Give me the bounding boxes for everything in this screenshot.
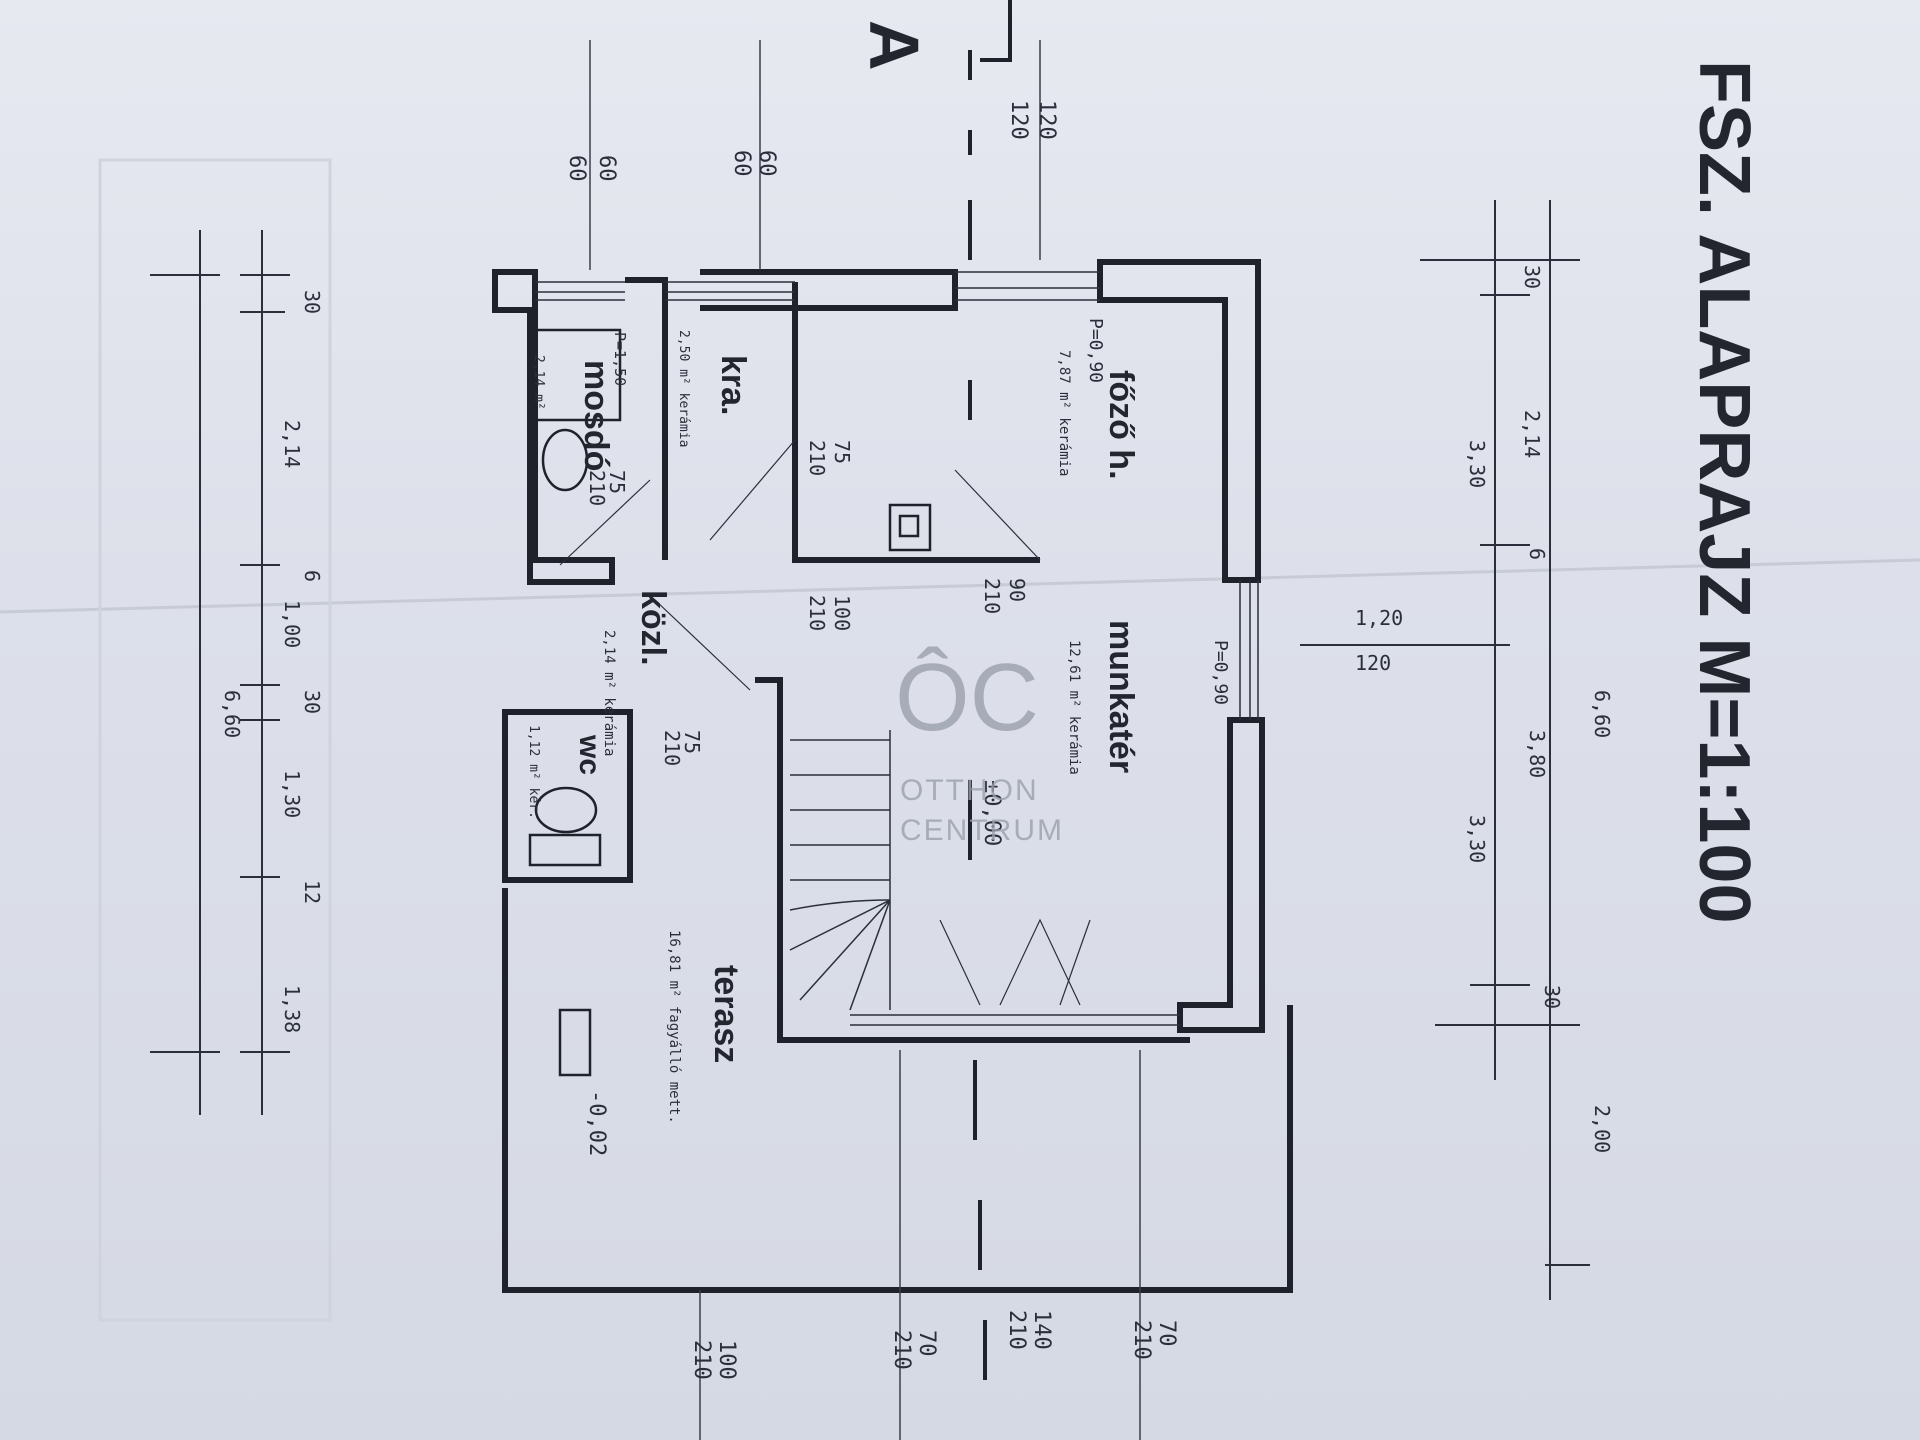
section-line	[968, 0, 1012, 1380]
open-top-2a: 60	[594, 155, 619, 182]
dim-t-right-1: 2,00	[1590, 1105, 1614, 1153]
open-top-0a: 120	[1034, 100, 1059, 140]
window-fozo: P=0,90	[1085, 318, 1106, 383]
plan-title: FSZ. ALAPRAJZ M=1:100	[1684, 60, 1764, 924]
staircase	[789, 730, 891, 1011]
watermark-line2: CENTRUM	[900, 814, 1064, 847]
note-mosdo: P=1,50	[611, 332, 629, 386]
dim-t-mid-0: 3,30	[1465, 440, 1489, 488]
open-top-0b: 120	[1006, 100, 1031, 140]
open-bot-2a: 70	[914, 1330, 939, 1357]
fixtures	[528, 328, 932, 1077]
dim-b-0: 30	[300, 290, 324, 314]
dim-t-inner-1: 2,14	[1520, 410, 1544, 458]
dim-t-win-1: 120	[1355, 651, 1391, 675]
opening-labels-top: 120 120 60 60 60 60	[564, 100, 1059, 182]
watermark-monogram: ÔC	[895, 644, 1039, 751]
door-wc-w: 75	[680, 730, 704, 754]
room-area-wc: 1,12 m² kér.	[526, 725, 541, 819]
dim-t-right-0: 30	[1540, 985, 1564, 1009]
dim-b-7: 1,38	[280, 985, 304, 1033]
room-name-kamra: kra.	[714, 355, 752, 416]
open-bot-0a: 70	[1154, 1320, 1179, 1347]
room-name-mosdo: mosdó	[577, 360, 615, 471]
door-swings	[559, 439, 1091, 1006]
open-bot-1a: 140	[1029, 1310, 1054, 1350]
dim-t-inner-0: 30	[1520, 265, 1544, 289]
level-floor: ±0,00	[979, 780, 1004, 846]
window-lines	[535, 271, 1259, 1026]
dim-t-total: 6,60	[1590, 690, 1614, 738]
paper-fold	[0, 558, 1920, 614]
door-fozo-w: 90	[1005, 578, 1029, 602]
room-area-kozl: 2,14 m² kerámia	[601, 630, 617, 756]
door-mosdo-w: 75	[605, 470, 629, 494]
door-fozo-h: 210	[980, 578, 1004, 614]
watermark-line1: OTTHON	[900, 774, 1039, 807]
dim-b-2: 6	[300, 570, 324, 582]
dim-t-inner-2: 6	[1525, 548, 1549, 560]
room-name-kozl: közl.	[634, 590, 672, 666]
door-kozl-h: 210	[805, 595, 829, 631]
room-area-munkater: 12,61 m² kerámia	[1066, 640, 1082, 775]
dim-b-total: 6,60	[220, 690, 244, 738]
door-wc-h: 210	[660, 730, 684, 766]
room-area-fozo: 7,87 m² kerámia	[1056, 350, 1072, 476]
dim-t-win-0: 1,20	[1355, 606, 1403, 630]
dim-b-4: 30	[300, 690, 324, 714]
dimension-texts-bottom: 30 2,14 6 1,00 30 1,30 12 1,38 6,60	[220, 290, 324, 1033]
door-mosdo-h: 210	[585, 470, 609, 506]
watermark-logo: ÔC OTTHON CENTRUM	[895, 644, 1064, 847]
room-labels: főző h. 7,87 m² kerámia P=0,90 kra. 2,50…	[526, 318, 1231, 1124]
open-bot-0b: 210	[1129, 1320, 1154, 1360]
window-munkater: P=0,90	[1210, 640, 1231, 705]
room-name-munkater: munkatér	[1102, 620, 1140, 773]
dim-b-3: 1,00	[280, 600, 304, 648]
dimension-lines-top	[1300, 200, 1590, 1300]
room-area-mosdo: 2,14 m²	[531, 355, 546, 410]
door-kra-h: 210	[805, 440, 829, 476]
dim-b-5: 1,30	[280, 770, 304, 818]
door-kra-w: 75	[830, 440, 854, 464]
room-name-fozo: főző h.	[1102, 370, 1140, 480]
opening-labels-bottom: 70 210 140 210 70 210 100 210	[689, 1310, 1179, 1380]
opening-extension-lines	[589, 40, 1141, 1440]
level-terrace: -0,02	[584, 1090, 609, 1156]
open-bot-2b: 210	[889, 1330, 914, 1370]
dim-t-mid-1: 3,30	[1465, 815, 1489, 863]
door-kozl-w: 100	[830, 595, 854, 631]
dim-b-1: 2,14	[280, 420, 304, 468]
print-through	[98, 158, 332, 1322]
open-bot-3a: 100	[714, 1340, 739, 1380]
open-top-2b: 60	[564, 155, 589, 182]
open-top-1b: 60	[729, 150, 754, 177]
door-size-labels: 75 210 75 210 100 210 75 210 90 210	[585, 440, 1029, 766]
room-area-terasz: 16,81 m² fagyálló mett.	[666, 930, 682, 1124]
open-top-1a: 60	[754, 150, 779, 177]
dim-t-row-a: 3,80	[1525, 730, 1549, 778]
dimension-texts-top: 30 2,14 6 3,30 3,30 3,80 6,60 30 2,00 1,…	[1355, 265, 1614, 1153]
section-marker: A	[855, 20, 933, 71]
open-bot-1b: 210	[1004, 1310, 1029, 1350]
dim-b-6: 12	[300, 880, 324, 904]
room-name-wc: wc	[573, 734, 606, 775]
open-bot-3b: 210	[689, 1340, 714, 1380]
dimension-lines-bottom	[150, 230, 290, 1115]
room-name-terasz: terasz	[707, 965, 745, 1063]
room-area-kamra: 2,50 m² kerámia	[676, 330, 691, 447]
